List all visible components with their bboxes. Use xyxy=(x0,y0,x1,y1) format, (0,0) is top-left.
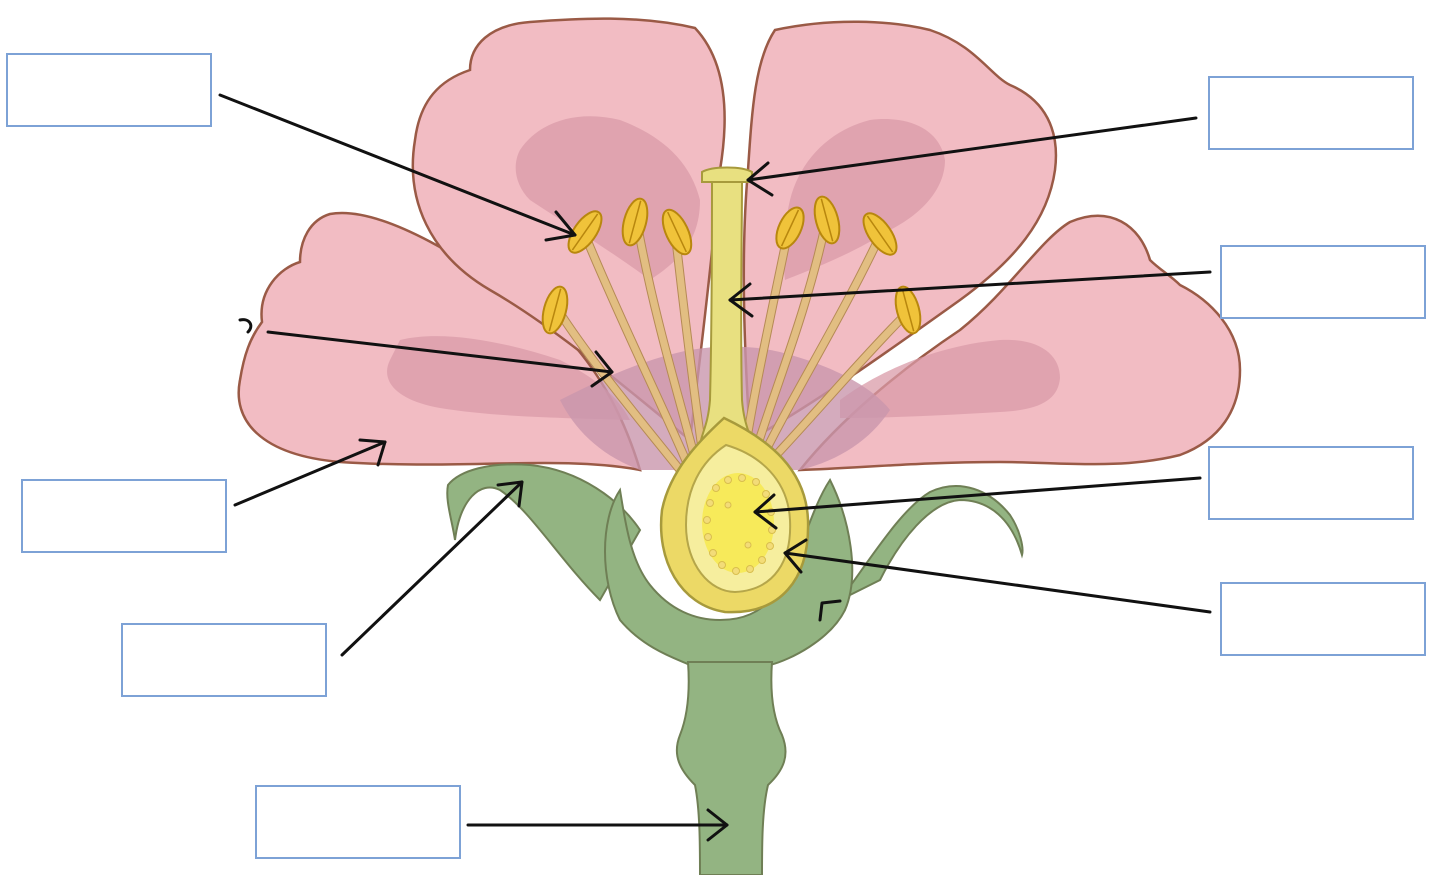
label-box-5[interactable] xyxy=(1208,446,1414,520)
arrow-8 xyxy=(342,482,522,655)
label-box-4[interactable] xyxy=(21,479,227,553)
stigma xyxy=(702,168,752,183)
label-box-1[interactable] xyxy=(6,53,212,127)
label-box-2[interactable] xyxy=(1208,76,1414,150)
label-box-6[interactable] xyxy=(1220,582,1426,656)
arrow-9 xyxy=(468,810,727,840)
label-box-7[interactable] xyxy=(121,623,327,697)
stem xyxy=(677,662,786,875)
label-box-8[interactable] xyxy=(255,785,461,859)
label-box-3[interactable] xyxy=(1220,245,1426,319)
stray-mark-left xyxy=(240,320,251,332)
